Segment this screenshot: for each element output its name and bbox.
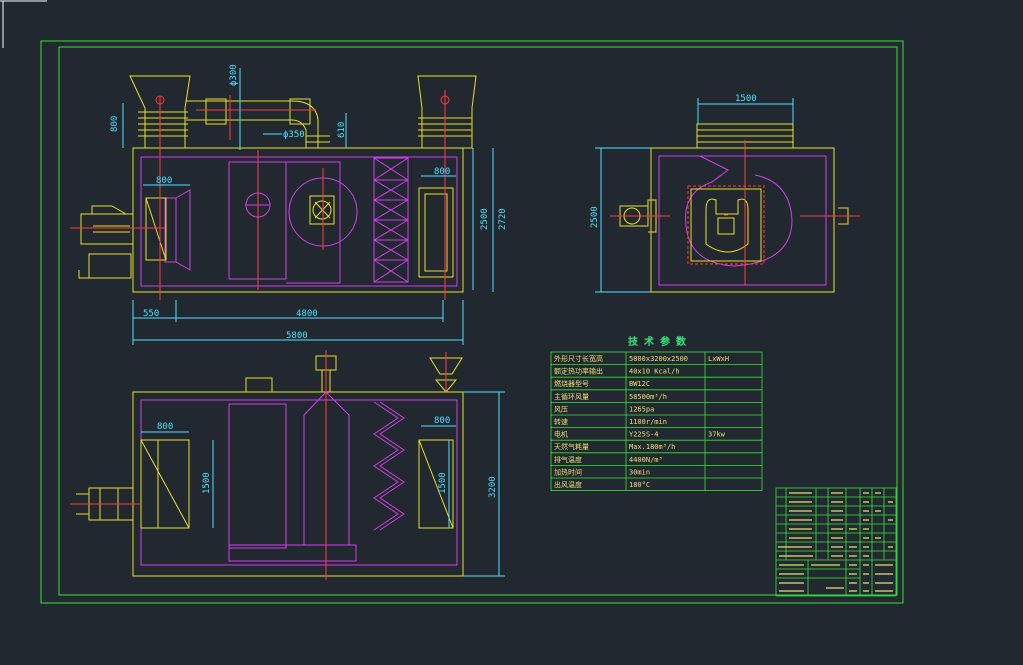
burner <box>309 195 335 225</box>
side-view: 1500 2500 <box>590 94 860 293</box>
tech-table: 外形尺寸长宽高 5800x3200x2500 LxWxH 额定热功率输出 40x10 K… <box>550 351 763 492</box>
fan-housing-side <box>619 123 849 265</box>
dim-pipe-drop: 610 <box>337 122 347 138</box>
tech-table-cell: 转速 <box>554 417 568 426</box>
dim-inner-height: 2500 <box>480 208 490 230</box>
tech-table-cell: 天然气耗量 <box>554 442 589 451</box>
filter-left <box>145 197 167 261</box>
dim-plan-right-width: 800 <box>434 416 450 426</box>
heat-exchanger <box>373 157 409 283</box>
plan-view: 800 800 1500 1500 3200 <box>70 350 505 580</box>
tech-table-cell: LxWxH <box>708 355 729 363</box>
dim-left-offset: 550 <box>143 309 159 319</box>
tech-table-cell: 主循环风量 <box>554 392 589 401</box>
tech-table-cell: 外形尺寸长宽高 <box>554 354 603 363</box>
title-block-marks <box>778 492 893 592</box>
tech-table-cell: 1265pa <box>629 405 654 413</box>
tech-table-cell: 电机 <box>554 430 568 439</box>
internal-front <box>140 156 458 287</box>
internal-side <box>658 155 827 286</box>
tech-table-cell: 额定热功率输出 <box>554 367 603 376</box>
front-view: 800 ϕ300 ϕ350 610 800 800 2500 2720 550 … <box>70 64 508 345</box>
housing-front <box>132 147 464 293</box>
tech-table-cell: 燃烧器型号 <box>554 379 589 388</box>
tech-table-border <box>550 351 763 492</box>
tech-table-cell: 1100r/min <box>629 418 667 426</box>
dim-inner-length: 4800 <box>296 309 318 319</box>
dimensions-side <box>595 98 794 293</box>
tech-table-cell: 出风温度 <box>554 480 582 489</box>
tech-table-cell: 30min <box>629 468 650 476</box>
dim-plan-left-height: 1500 <box>202 472 212 494</box>
tech-table-title: 技 术 参 数 <box>628 335 687 348</box>
window-edge <box>0 0 47 48</box>
tech-table-cell: 5800x3200x2500 <box>629 355 688 363</box>
tech-table-cell: 37kw <box>708 431 726 439</box>
tech-table-cell: Y225S-4 <box>629 431 659 439</box>
dim-pipe-vertical: ϕ300 <box>229 64 239 86</box>
title-block <box>775 487 897 597</box>
tech-table-cell: Max.180m³/h <box>629 443 675 451</box>
dim-total-length: 5800 <box>286 331 308 341</box>
dim-outer-height: 2720 <box>498 208 508 230</box>
dim-right-box-width: 800 <box>434 167 450 177</box>
housing-plan <box>132 391 464 577</box>
tech-table-cell: BW12C <box>629 380 650 388</box>
dim-plan-left-width: 800 <box>157 422 173 432</box>
housing-side <box>650 147 835 293</box>
dim-side-top-width: 1500 <box>735 94 757 104</box>
fan-motor <box>78 205 134 279</box>
dim-plan-right-height: 1500 <box>438 472 448 494</box>
dim-side-height: 2500 <box>590 206 600 228</box>
tech-table-cell: 180°C <box>629 481 650 489</box>
plan-accessories <box>76 355 463 521</box>
filter-right <box>418 187 454 278</box>
dim-filter-width: 800 <box>156 176 172 186</box>
tech-table-cell: 风压 <box>554 405 568 413</box>
tech-table-cell: 排气温度 <box>554 455 582 464</box>
tech-table-cell: 40x10 Kcal/h <box>629 368 680 376</box>
centerlines-front <box>70 90 450 300</box>
tech-table-cell: 4400N/m³ <box>629 456 663 464</box>
plan-filters <box>140 439 454 529</box>
dimensions-plan <box>141 391 505 577</box>
internal-plan <box>140 391 458 566</box>
tech-table-cell: 加热时间 <box>554 467 582 476</box>
dim-inlet-height: 800 <box>110 116 120 132</box>
drawing-frame <box>40 40 904 604</box>
dim-pipe-diameter: ϕ350 <box>283 130 305 140</box>
duct-pipe <box>186 98 330 148</box>
dim-plan-total-depth: 3200 <box>488 476 498 498</box>
centerlines-plan <box>70 350 447 580</box>
dimensions-front <box>122 68 494 345</box>
tech-table-cell: 58500m³/h <box>629 393 667 401</box>
centerlines-side <box>610 140 860 285</box>
